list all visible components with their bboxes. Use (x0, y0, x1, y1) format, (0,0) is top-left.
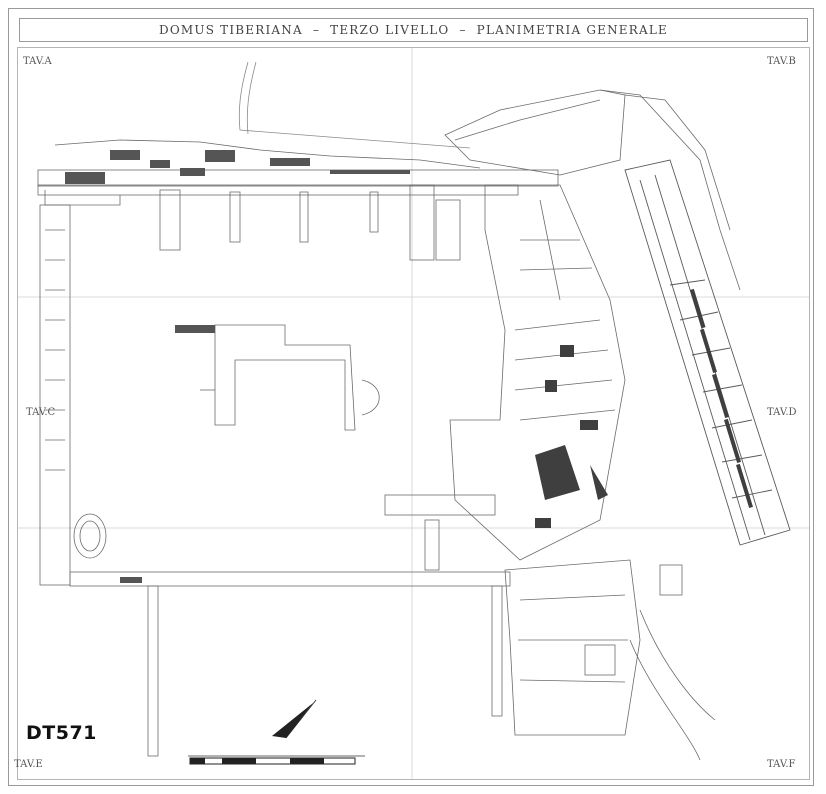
north-wing-detail (65, 150, 410, 184)
drawing-frame (17, 47, 810, 780)
north-arrow-icon (272, 699, 317, 739)
sheet-label-c: TAV.C (26, 407, 56, 418)
east-wing-walls (690, 288, 753, 509)
west-wing (39, 204, 107, 586)
sheet-label-a: TAV.A (23, 56, 52, 67)
middle-dark-bar (175, 325, 215, 333)
ne-block (444, 89, 741, 291)
sheet-label-b: TAV.B (767, 56, 796, 67)
drawing-code: DT571 (26, 722, 97, 744)
south-corridor (69, 494, 511, 757)
sheet-label-f: TAV.F (767, 759, 796, 770)
title-box: DOMUS TIBERIANA – TERZO LIVELLO – PLANIM… (19, 18, 808, 42)
central-solid-blocks (535, 345, 608, 528)
corridor-dark (120, 577, 142, 583)
sheet-label-d: TAV.D (767, 407, 797, 418)
sheet-border (8, 8, 814, 786)
north-wing (37, 139, 559, 261)
scale-bar-icon (188, 755, 365, 765)
sheet-label-e: TAV.E (14, 759, 43, 770)
page-title: DOMUS TIBERIANA – TERZO LIVELLO – PLANIM… (159, 23, 668, 37)
se-complex (504, 559, 716, 761)
road-top (238, 61, 471, 149)
middle-structure (200, 324, 380, 431)
central-complex (449, 184, 626, 561)
